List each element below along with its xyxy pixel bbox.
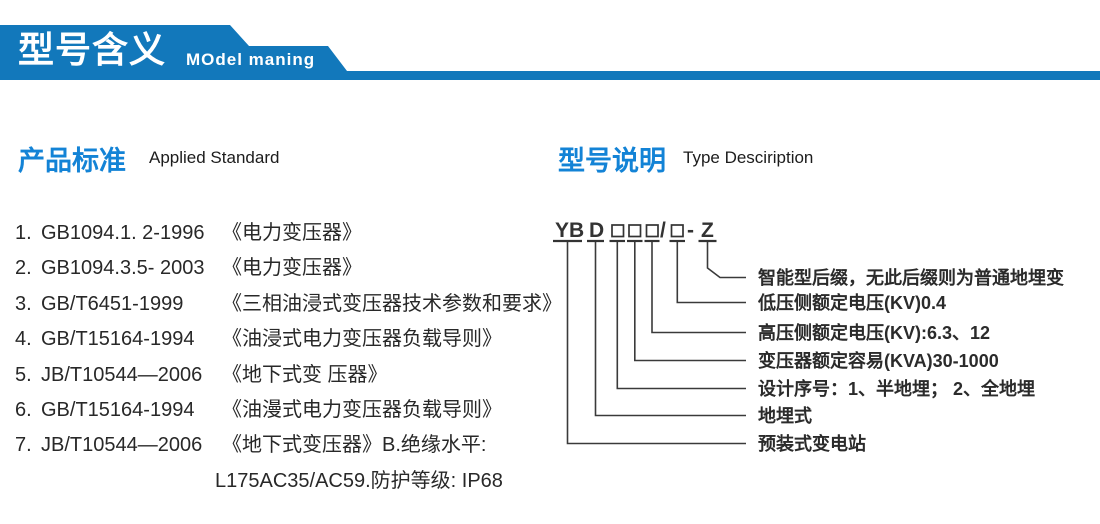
list-item: 4. GB/T15164-1994 《油浸式电力变压器负载导则》	[15, 322, 560, 357]
item-number: 5.	[15, 363, 32, 386]
diagram-label: 变压器额定容易(KVA)30-1000	[758, 350, 999, 371]
item-number: 7.	[15, 434, 32, 457]
placeholder-box-2	[628, 224, 642, 238]
diagram-label: 地埋式	[758, 405, 812, 426]
diagram-label: 设计序号：1、半地埋； 2、全地埋	[758, 378, 1035, 399]
item-code: GB/T15164-1994	[41, 398, 195, 421]
standards-list: 1. GB1094.1. 2-1996 《电力变压器》 2. GB1094.3.…	[15, 216, 562, 499]
placeholder-box-4	[670, 224, 684, 238]
right-section-heading: 型号说明	[558, 146, 666, 176]
connector-line-box1	[616, 242, 746, 390]
placeholder-box-3	[645, 224, 659, 238]
item-number: 2.	[15, 257, 32, 280]
item-number: 6.	[15, 398, 32, 421]
item-code: GB/T6451-1999	[41, 292, 184, 315]
banner-subtitle: MOdel maning	[186, 50, 316, 69]
model-diagram: YB D / - Z 智能型后缀，无此后缀则为普通地埋变 低压侧额定电压(KV)…	[553, 219, 1064, 454]
connector-line-box3	[651, 242, 746, 334]
list-item: 5. JB/T10544—2006 《地下式变 压器》	[15, 358, 560, 393]
connector-line-yb	[566, 242, 746, 445]
list-item: 3. GB/T6451-1999 《三相油浸式变压器技术参数和要求》	[15, 287, 562, 322]
item-code: GB1094.3.5- 2003	[41, 257, 205, 280]
diagram-label: 智能型后缀，无此后缀则为普通地埋变	[758, 267, 1064, 288]
connector-line-box2	[634, 242, 746, 362]
item-title: 《地下式变 压器》	[222, 363, 388, 386]
banner-shape	[0, 25, 1100, 80]
model-code-suffix: Z	[701, 219, 714, 242]
item-title: 《电力变压器》	[222, 222, 362, 244]
list-item: 6. GB/T15164-1994 《油漫式电力变压器负载导则》	[15, 393, 560, 428]
list-item: 1. GB1094.1. 2-1996 《电力变压器》	[15, 216, 560, 251]
model-code-second: D	[589, 219, 604, 242]
item-code: JB/T10544—2006	[41, 363, 203, 386]
item-title: 《三相油浸式变压器技术参数和要求》	[222, 292, 562, 315]
model-code-prefix: YB	[555, 219, 584, 242]
item-number: 1.	[15, 222, 32, 244]
list-item: 2. GB1094.3.5- 2003 《电力变压器》	[15, 251, 560, 286]
list-item-continuation: L175AC35/AC59.防护等级: IP68	[215, 469, 503, 492]
item-title: 《油浸式电力变压器负载导则》	[222, 328, 502, 351]
item-code: GB/T15164-1994	[41, 328, 195, 351]
diagram-label: 低压侧额定电压(KV)0.4	[757, 292, 946, 313]
item-title: 《电力变压器》	[222, 257, 362, 280]
connector-line-box4	[676, 242, 746, 304]
item-number: 4.	[15, 328, 32, 351]
item-title: 《油漫式电力变压器负载导则》	[222, 398, 502, 421]
item-code: JB/T10544—2006	[41, 434, 203, 457]
banner-polygon	[0, 25, 1100, 80]
placeholder-box-1	[611, 224, 625, 238]
item-code: GB1094.1. 2-1996	[41, 222, 205, 244]
model-code-slash: /	[660, 219, 666, 242]
banner-title: 型号含义	[18, 29, 167, 70]
model-code-dash: -	[687, 219, 694, 242]
connector-line-suffix	[706, 242, 746, 279]
right-section-heading-en: Type Desciription	[683, 148, 814, 167]
left-section-heading-en: Applied Standard	[149, 148, 280, 167]
left-section-heading: 产品标准	[18, 146, 126, 176]
diagram-label: 高压侧额定电压(KV):6.3、12	[758, 322, 990, 343]
item-number: 3.	[15, 292, 32, 315]
connector-line-d	[594, 242, 746, 417]
diagram-label: 预装式变电站	[758, 433, 866, 454]
list-item: 7. JB/T10544—2006 《地下式变压器》B.绝缘水平:	[15, 428, 560, 463]
item-title: 《地下式变压器》B.绝缘水平:	[222, 434, 487, 457]
